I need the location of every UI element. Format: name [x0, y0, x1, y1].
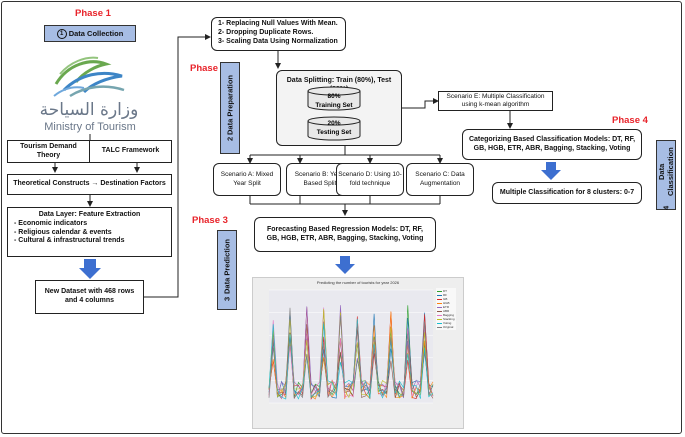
tourism-demand-theory-text: Tourism Demand Theory — [20, 142, 77, 159]
legend-swatch — [437, 298, 442, 300]
talc-framework-cell: TALC Framework — [90, 141, 171, 162]
phase-number-badge: 3 — [222, 296, 232, 301]
scenario-a-box: Scenario A: Mixed Year Split — [213, 163, 281, 196]
data-preparation-text: 2 Data Preparation — [220, 62, 240, 154]
legend-entry: GB — [437, 297, 455, 301]
legend-entry: ABR — [437, 309, 455, 313]
prediction-chart: Predicting the number of tourists for ye… — [252, 277, 464, 429]
data-classification-label — [656, 140, 676, 210]
legend-swatch — [437, 318, 442, 320]
new-dataset-box: New Dataset with 468 rows and 4 columns — [35, 280, 144, 314]
talc-framework-text: TALC Framework — [101, 147, 160, 155]
legend-swatch — [437, 314, 442, 316]
data-preparation-label — [220, 62, 240, 154]
series-line — [268, 307, 434, 399]
test-pct: 20% — [327, 120, 341, 127]
logo-english-text: Ministry of Tourism — [44, 121, 136, 133]
theoretical-constructs-box: Theoretical Constructs → Destination Fac… — [7, 174, 172, 195]
test-label: Testing Set — [316, 129, 352, 136]
legend-swatch — [437, 306, 442, 308]
ministry-of-tourism-logo — [53, 56, 125, 98]
legend-swatch — [437, 326, 442, 328]
legend-label: GB — [443, 297, 448, 301]
legend-entry: Original — [437, 325, 455, 329]
data-layer-title: Data Layer: Feature Extraction — [38, 211, 141, 218]
legend-swatch — [437, 294, 442, 296]
data-prediction-text: 3 Data Prediction — [217, 230, 237, 310]
legend-label: Stacking — [443, 317, 455, 321]
scenario-d-box: Scenario D: Using 10-fold technique — [336, 163, 404, 196]
legend-label: Voting — [443, 321, 452, 325]
legend-entry: DT — [437, 289, 455, 293]
training-set-cylinder — [307, 86, 361, 111]
legend-label: ABR — [443, 309, 450, 313]
regression-models-box: Forecasting Based Regression Models: DT,… — [254, 217, 436, 252]
data-classification-text: 4 Data Classification — [656, 140, 676, 210]
phase-number-badge: 2 — [225, 136, 235, 142]
scenario-c-box: Scenario C: Data Augmentation — [406, 163, 474, 196]
preprocessing-step: 3- Scaling Data Using Normalization — [218, 37, 338, 45]
phase-1-title: Phase 1 — [75, 8, 111, 19]
data-prediction-label — [217, 230, 237, 310]
testing-set-cylinder — [307, 116, 361, 141]
down-arrow-icon — [335, 256, 355, 274]
legend-label: ETR — [443, 305, 449, 309]
down-arrow-icon — [79, 259, 101, 279]
phase-2-title: Phase 2 — [190, 63, 226, 74]
data-prediction-label-text: Data Prediction — [222, 239, 232, 295]
preprocessing-step: 1- Replacing Null Values With Mean. — [218, 20, 338, 27]
tourism-demand-theory-cell: Tourism Demand Theory — [8, 141, 90, 162]
data-layer-box: Data Layer: Feature Extraction - Economi… — [7, 207, 172, 257]
series-line — [268, 311, 434, 399]
legend-label: HGB — [443, 301, 450, 305]
data-collection-text: Data Collection — [68, 29, 124, 38]
phase-number-badge: 4 — [661, 205, 671, 210]
series-line — [268, 306, 434, 400]
phase-number-badge: 1 — [56, 28, 67, 39]
legend-swatch — [437, 290, 442, 292]
legend-entry: Bagging — [437, 313, 455, 317]
clusters-box: Multiple Classification for 8 clusters: … — [492, 182, 642, 204]
scenario-e-box: Scenario E: Multiple Classification usin… — [438, 91, 553, 111]
legend-swatch — [437, 322, 442, 324]
chart-title: Predicting the number of tourists for ye… — [316, 280, 400, 285]
preprocessing-box: 1- Replacing Null Values With Mean. 2- D… — [211, 17, 346, 51]
legend-entry: Voting — [437, 321, 455, 325]
legend-swatch — [437, 302, 442, 304]
legend-label: Original — [443, 325, 454, 329]
classification-models-box: Categorizing Based Classification Models… — [462, 129, 642, 160]
legend-entry: Stacking — [437, 317, 455, 321]
feature-item: - Economic indicators — [14, 219, 88, 227]
legend-label: DT — [443, 289, 447, 293]
phase-3-title: Phase 3 — [192, 215, 228, 226]
logo-arabic-text: وزارة السياحة — [39, 100, 139, 120]
feature-item: - Cultural & infrastructural trends — [14, 237, 125, 245]
feature-item: - Religious calendar & events — [14, 228, 112, 236]
data-collection-label: 1 Data Collection — [44, 25, 136, 42]
legend-label: Bagging — [443, 313, 455, 317]
preprocessing-step: 2- Dropping Duplicate Rows. — [218, 28, 314, 36]
data-classification-label-text: Data Classification — [657, 147, 675, 197]
theory-row: Tourism Demand Theory TALC Framework — [7, 140, 172, 163]
down-arrow-icon — [541, 162, 561, 180]
train-pct: 80% — [327, 93, 341, 100]
legend-entry: ETR — [437, 305, 455, 309]
phase-4-title: Phase 4 — [612, 115, 648, 126]
legend-swatch — [437, 310, 442, 312]
chart-plot — [268, 289, 434, 404]
legend-label: RF — [443, 293, 447, 297]
legend-entry: RF — [437, 293, 455, 297]
legend-entry: HGB — [437, 301, 455, 305]
data-preparation-label-text: Data Preparation — [225, 74, 235, 135]
train-label: Training Set — [315, 102, 353, 109]
